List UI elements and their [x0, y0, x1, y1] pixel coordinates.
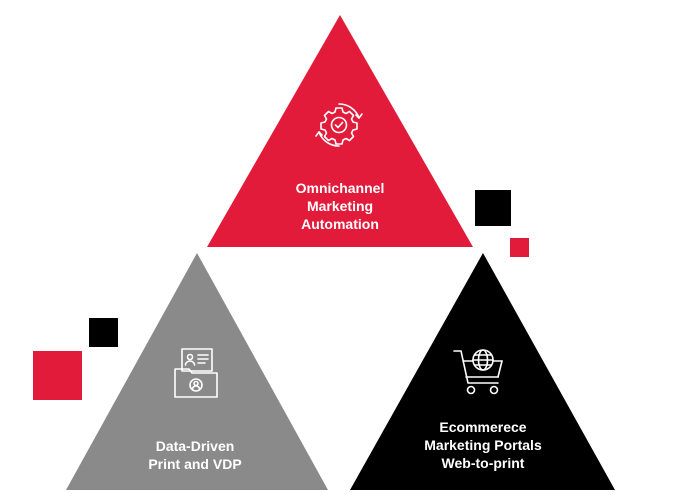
globe-cart-icon: [453, 349, 503, 395]
label-line: Print and VDP: [148, 456, 242, 472]
gear-check-icon: [315, 103, 363, 147]
folder-user-icon: [174, 348, 218, 398]
decor-square-black: [475, 190, 511, 226]
label-line: Data-Driven: [155, 438, 235, 454]
label-ecommerce: Ecommerece Marketing Portals Web-to-prin…: [383, 418, 583, 472]
decor-square-red: [510, 238, 529, 257]
label-line: Marketing Portals: [424, 437, 542, 453]
label-data-driven: Data-Driven Print and VDP: [95, 437, 295, 473]
decor-square-red: [33, 351, 82, 400]
label-omnichannel: Omnichannel Marketing Automation: [240, 179, 440, 233]
label-line: Omnichannel: [295, 180, 385, 196]
triangle-top: [207, 15, 473, 247]
label-line: Web-to-print: [441, 455, 525, 471]
label-line: Ecommerece: [439, 419, 527, 435]
decor-square-black: [89, 318, 118, 347]
label-line: Marketing: [306, 198, 374, 214]
label-line: Automation: [301, 216, 379, 232]
triangle-right: [350, 253, 615, 490]
